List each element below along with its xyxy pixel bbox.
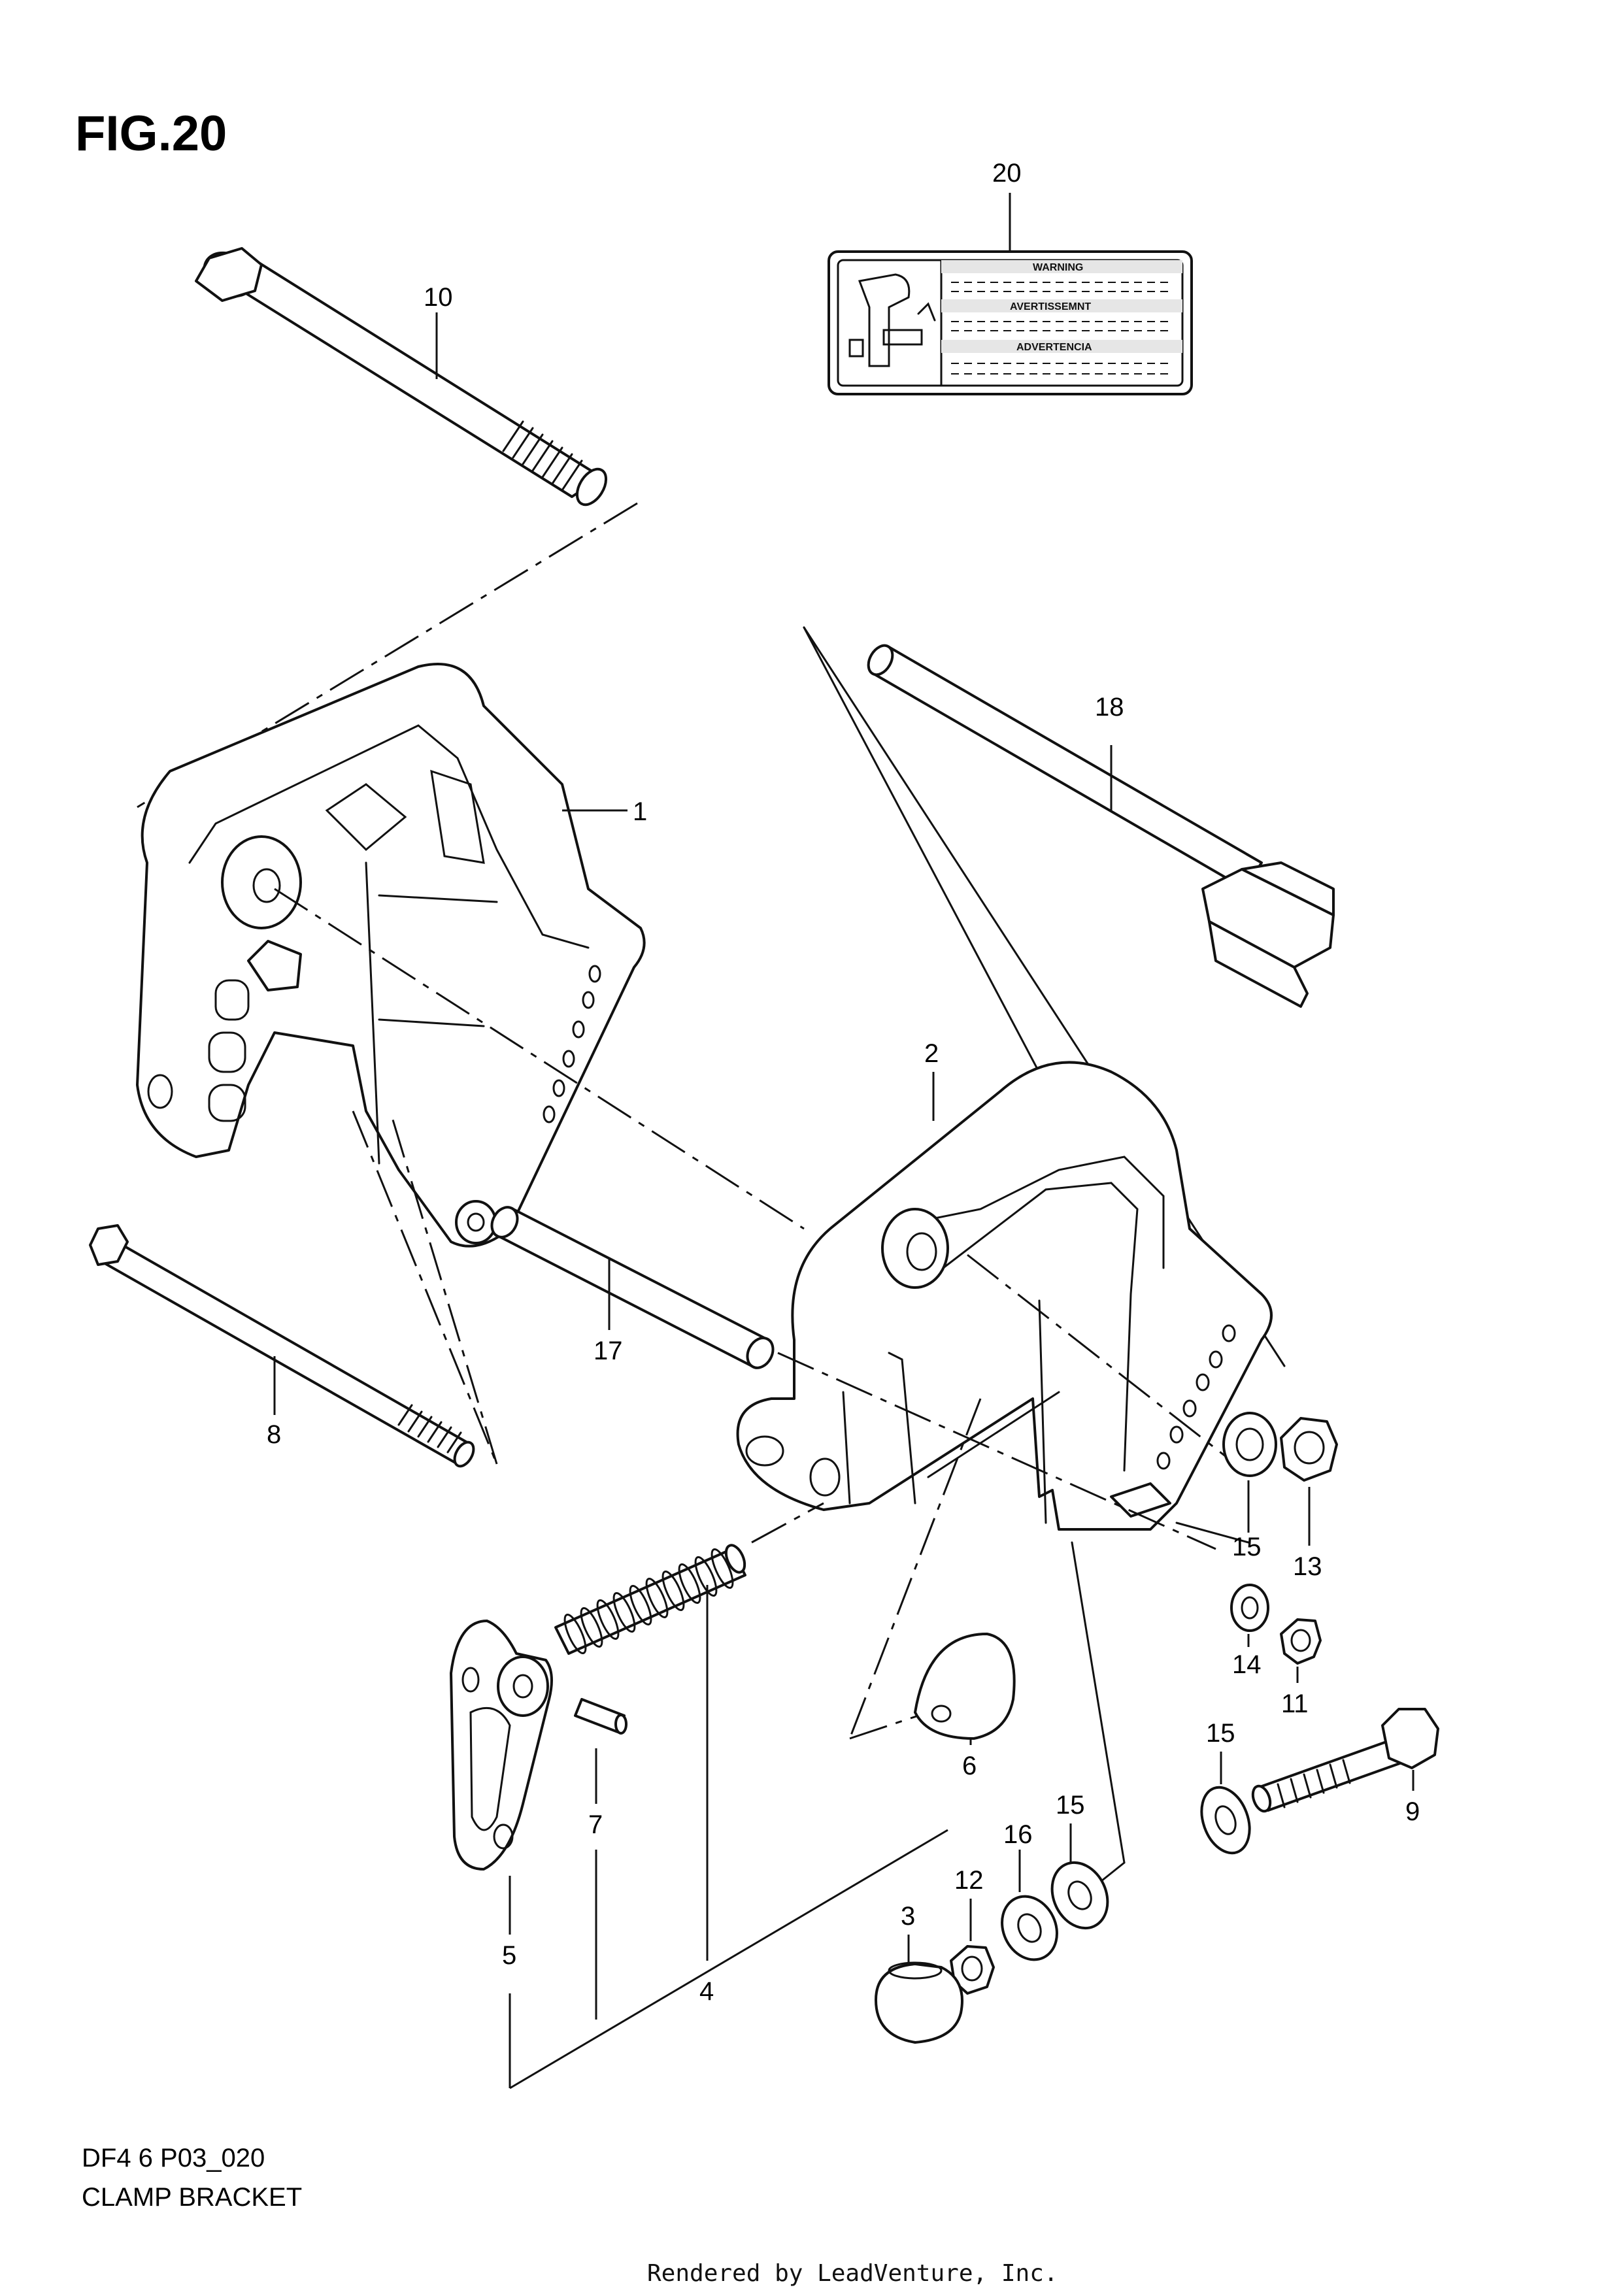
washer-16[interactable]: [1222, 1412, 1277, 1477]
warning-label[interactable]: WARNING AVERTISSEMNT ADVERTENCIA: [828, 250, 1193, 395]
callout-11: 11: [1281, 1689, 1309, 1718]
clamp-bracket-1[interactable]: [136, 663, 646, 1248]
callout-20: 20: [992, 159, 1022, 188]
callout-7: 7: [588, 1810, 603, 1839]
callout-16: 15: [1232, 1533, 1262, 1561]
callout-1: 1: [633, 797, 647, 826]
callout-18: 17: [594, 1337, 623, 1365]
callout-3: 3: [901, 1902, 915, 1931]
callout-19: 18: [1095, 693, 1124, 722]
callout-15-right: 15: [1206, 1719, 1235, 1748]
shaft-18[interactable]: [487, 1203, 778, 1372]
callout-6: 6: [962, 1752, 977, 1780]
callout-17: 16: [1003, 1820, 1033, 1849]
nut-11[interactable]: [1280, 1618, 1322, 1665]
warning-line-1: WARNING: [1033, 262, 1083, 273]
pin-19[interactable]: [863, 641, 1335, 1008]
rendered-by-note: Rendered by LeadVenture, Inc.: [647, 2260, 1058, 2287]
callout-8: 8: [267, 1420, 281, 1449]
callout-5: 5: [502, 1941, 516, 1970]
callout-2: 2: [924, 1039, 939, 1068]
bolt-9[interactable]: [1250, 1708, 1439, 1814]
lever-5[interactable]: [450, 1620, 553, 1871]
callout-12: 12: [954, 1866, 984, 1895]
figure-caption: CLAMP BRACKET: [82, 2183, 302, 2212]
washer-17[interactable]: [992, 1888, 1067, 1969]
callout-13: 13: [1293, 1552, 1322, 1581]
nut-13[interactable]: [1280, 1417, 1338, 1482]
cap-6[interactable]: [914, 1633, 1016, 1740]
bolt-10[interactable]: [195, 244, 612, 510]
callout-10: 10: [424, 283, 453, 312]
callout-9: 9: [1405, 1797, 1420, 1826]
warning-line-3: ADVERTENCIA: [1016, 342, 1092, 353]
clamp-bracket-2[interactable]: [736, 1061, 1273, 1531]
callout-14: 14: [1232, 1650, 1262, 1679]
bolt-8[interactable]: [89, 1224, 477, 1469]
washer-14[interactable]: [1230, 1584, 1269, 1632]
warning-line-2: AVERTISSEMNT: [1010, 301, 1091, 312]
callout-4: 4: [699, 1977, 714, 2006]
plug-3[interactable]: [875, 1961, 963, 2044]
spring-rod-4[interactable]: [554, 1542, 748, 1655]
figure-title: FIG.20: [75, 106, 227, 161]
callout-15-left: 15: [1056, 1791, 1085, 1820]
washer-15-left[interactable]: [1042, 1854, 1118, 1937]
washer-15-right[interactable]: [1193, 1781, 1258, 1860]
pin-7[interactable]: [574, 1698, 627, 1735]
model-code: DF4 6 P03_020: [82, 2144, 265, 2172]
